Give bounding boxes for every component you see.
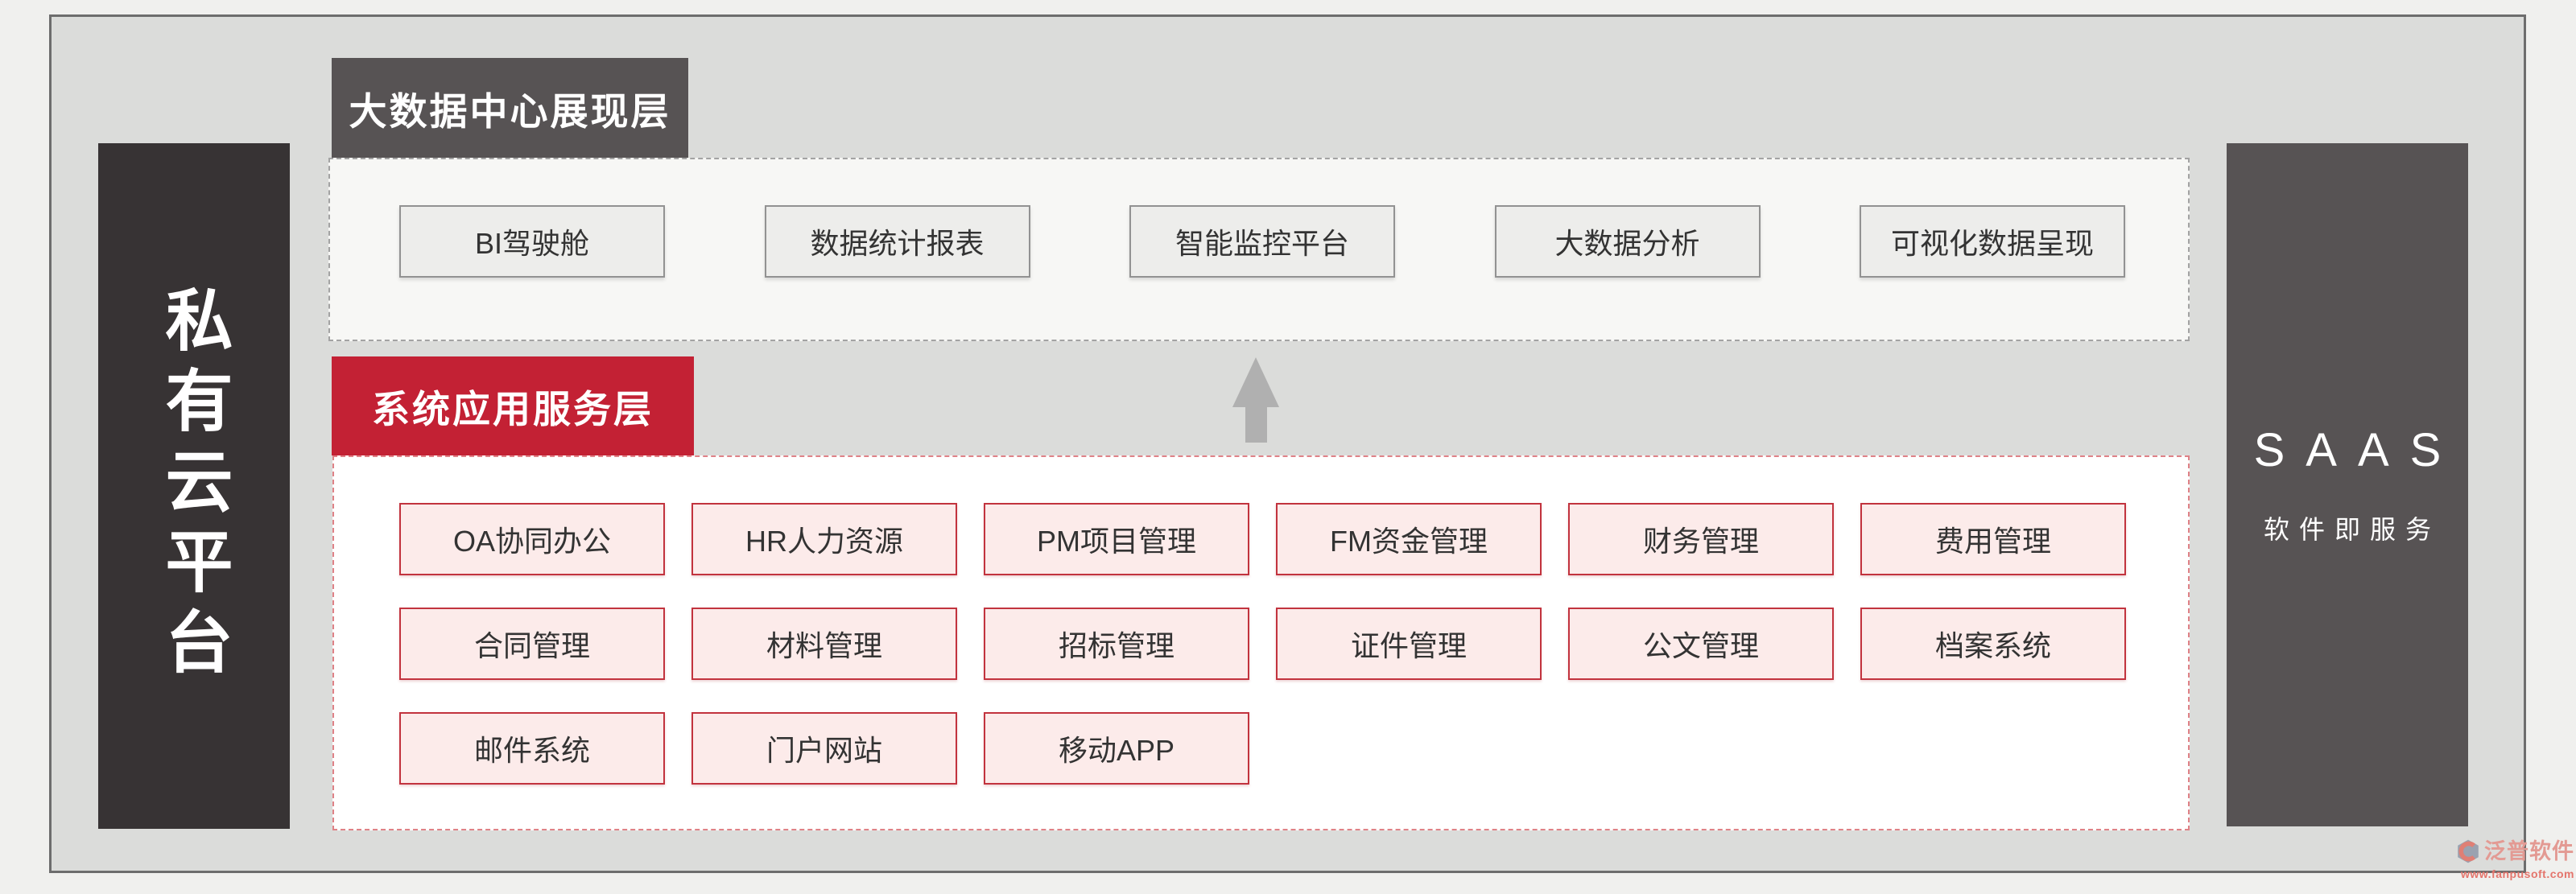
application-layer-container: OA协同办公 HR人力资源 PM项目管理 FM资金管理 财务管理 费用管理 合同… — [332, 455, 2190, 830]
module-box-data-visualization: 可视化数据呈现 — [1860, 205, 2125, 278]
watermark-brand: 泛普软件 — [2484, 838, 2574, 863]
module-box-finance: 财务管理 — [1568, 503, 1834, 575]
presentation-layer-header-label: 大数据中心展现层 — [349, 89, 671, 133]
module-box-big-data-analysis: 大数据分析 — [1494, 205, 1761, 278]
module-box-oa: OA协同办公 — [399, 503, 665, 575]
saas-title: SAAS — [2253, 424, 2462, 476]
presentation-layer-container: BI驾驶舱 数据统计报表 智能监控平台 大数据分析 可视化数据呈现 — [328, 158, 2190, 341]
module-box-bi-cockpit: BI驾驶舱 — [399, 205, 665, 278]
up-arrow-icon — [1232, 357, 1279, 443]
module-box-official-doc: 公文管理 — [1568, 608, 1834, 680]
watermark-url: www.fanpusoft.com — [2461, 867, 2574, 880]
module-box-smart-monitoring: 智能监控平台 — [1129, 205, 1395, 278]
module-box-expense: 费用管理 — [1860, 503, 2126, 575]
fanpu-logo-icon — [2458, 839, 2479, 863]
private-cloud-side-bar: 私有云平台 — [98, 143, 290, 829]
module-box-fm: FM资金管理 — [1276, 503, 1542, 575]
application-layer-header: 系统应用服务层 — [332, 356, 694, 455]
module-box-contract: 合同管理 — [399, 608, 665, 680]
saas-side-bar: SAAS 软件即服务 — [2227, 143, 2468, 826]
module-box-mobile-app: 移动APP — [984, 712, 1249, 785]
module-box-bidding: 招标管理 — [984, 608, 1249, 680]
module-box-hr: HR人力资源 — [691, 503, 957, 575]
module-box-portal: 门户网站 — [691, 712, 957, 785]
presentation-layer-header: 大数据中心展现层 — [332, 58, 688, 158]
application-layer-header-label: 系统应用服务层 — [372, 388, 654, 431]
private-cloud-label: 私有云平台 — [156, 285, 232, 687]
module-box-archive: 档案系统 — [1860, 608, 2126, 680]
module-box-pm: PM项目管理 — [984, 503, 1249, 575]
module-box-material: 材料管理 — [691, 608, 957, 680]
module-box-mail: 邮件系统 — [399, 712, 665, 785]
saas-subtitle: 软件即服务 — [2263, 515, 2441, 544]
watermark: 泛普软件 www.fanpusoft.com — [2452, 838, 2574, 880]
module-box-certificate: 证件管理 — [1276, 608, 1542, 680]
module-box-statistics-report: 数据统计报表 — [764, 205, 1030, 278]
